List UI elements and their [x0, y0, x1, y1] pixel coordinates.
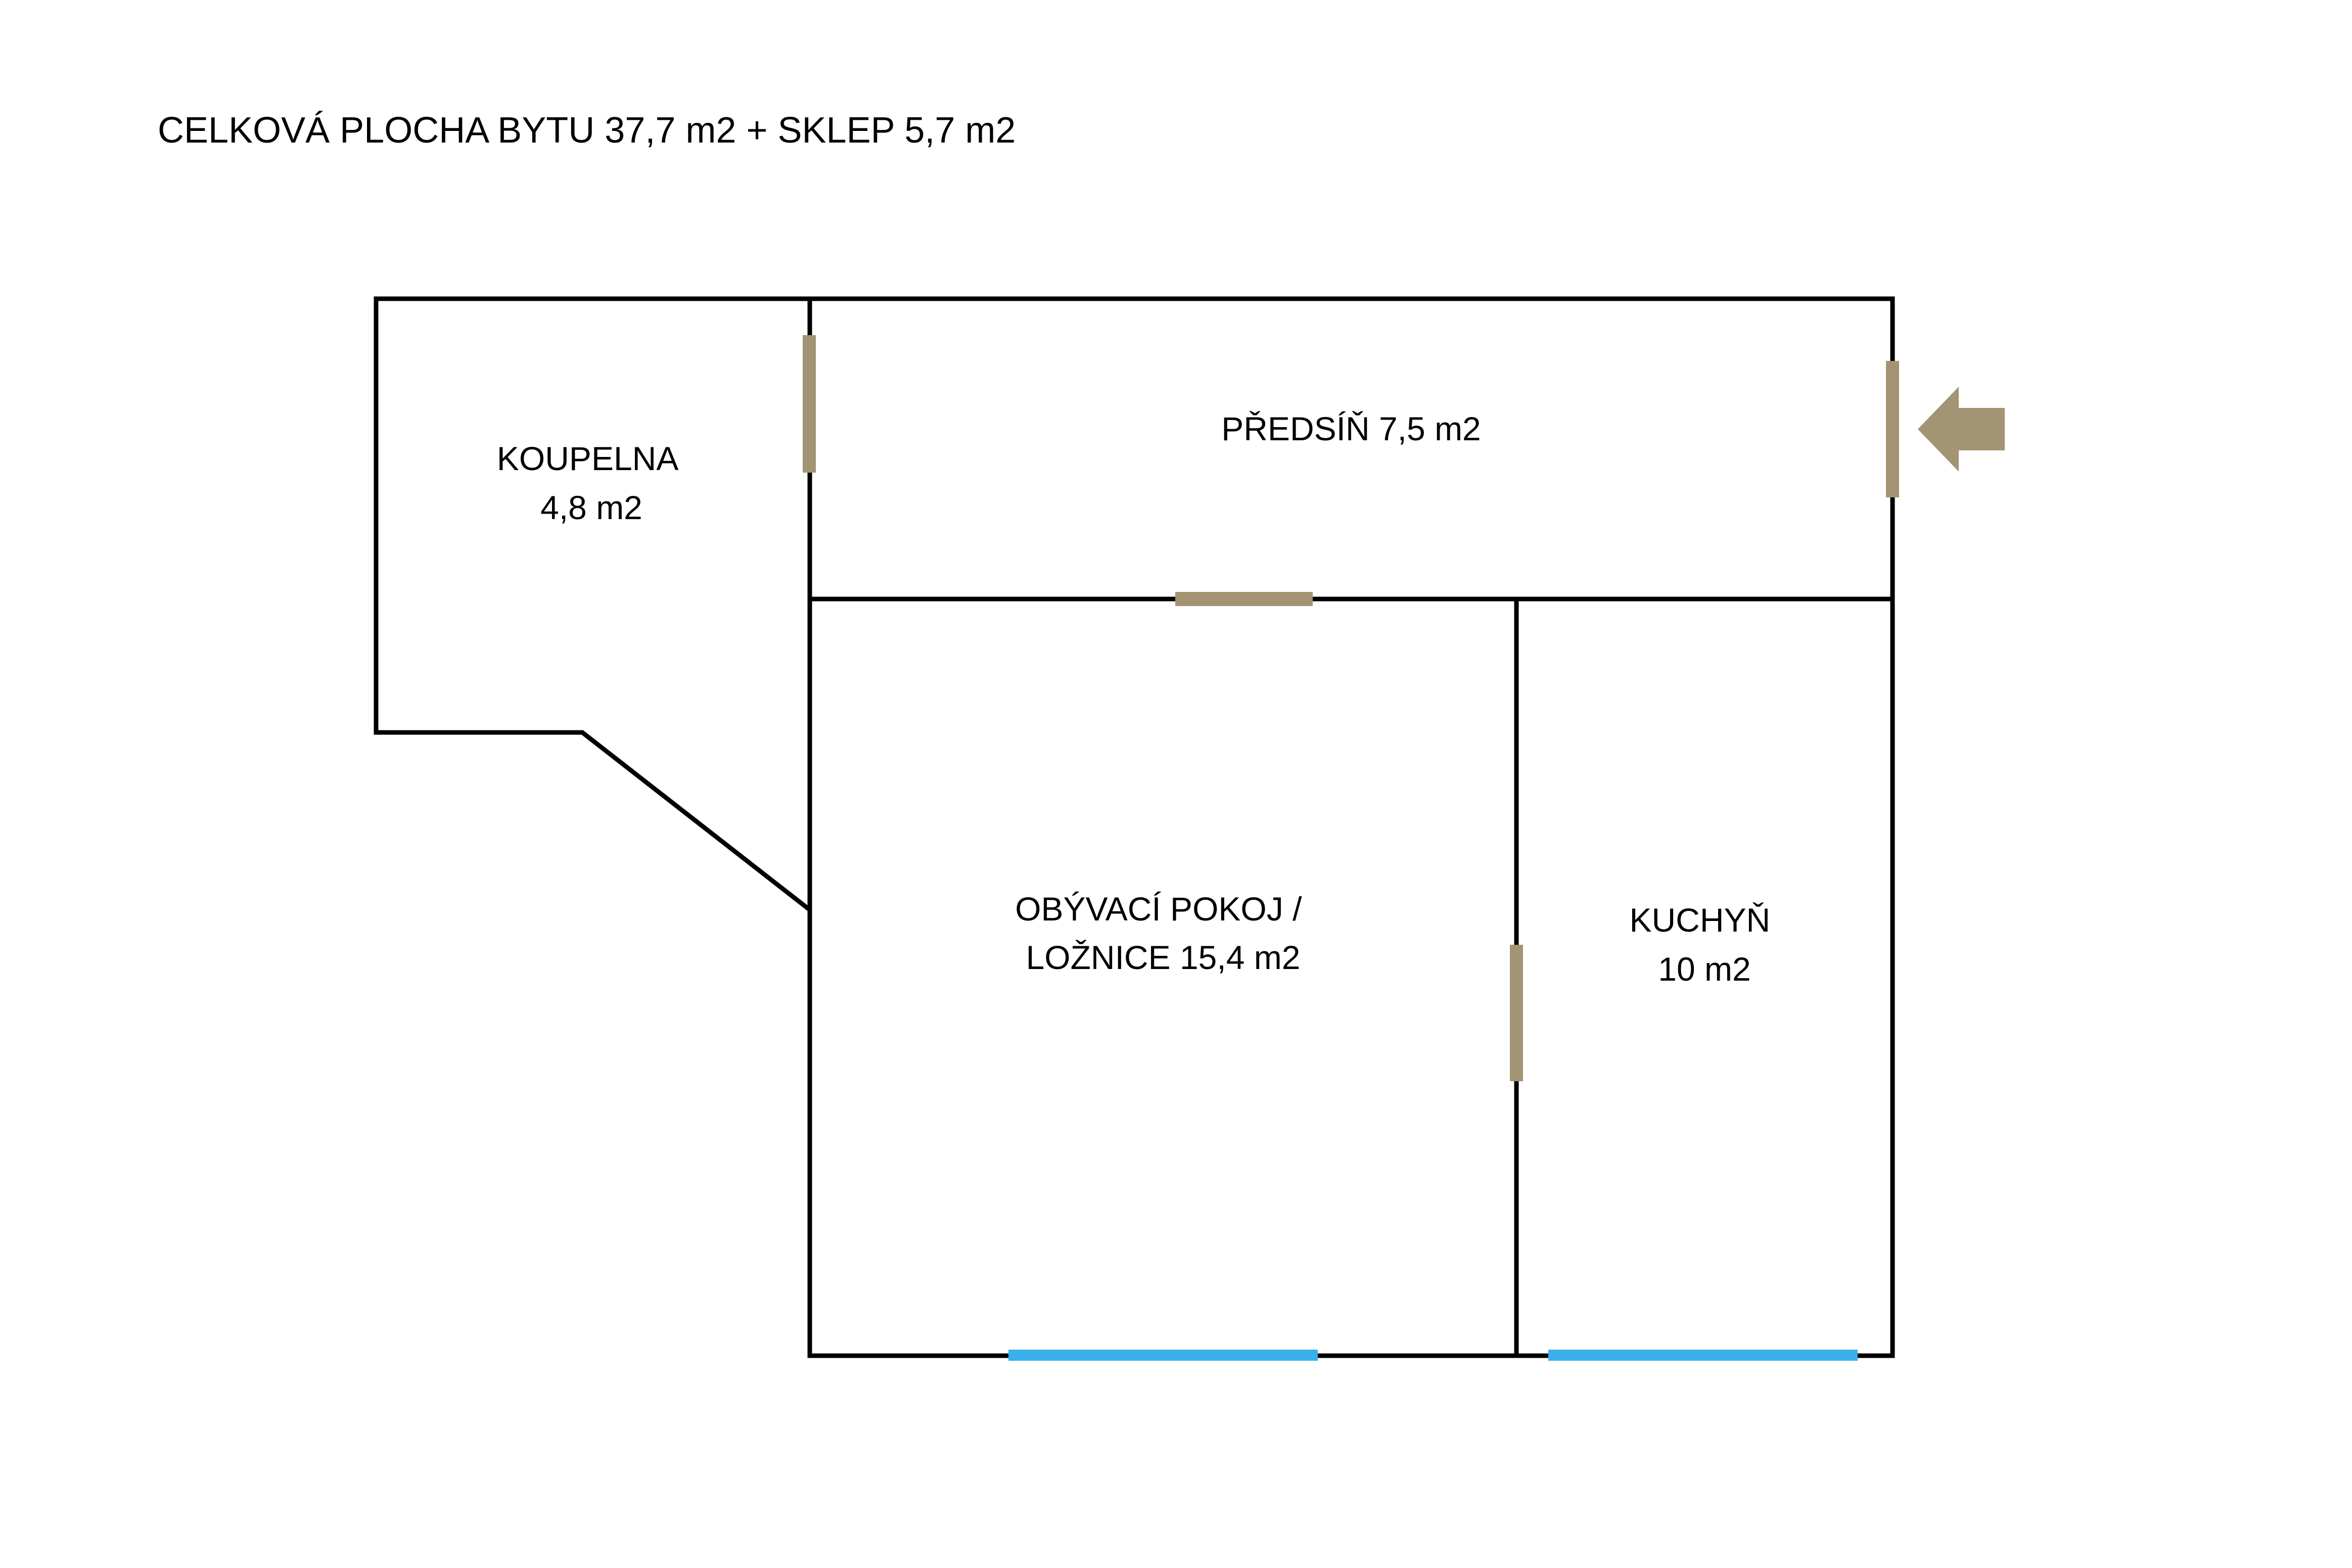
door-bathroom — [803, 335, 816, 473]
doors — [803, 335, 1899, 1081]
page-title: CELKOVÁ PLOCHA BYTU 37,7 m2 + SKLEP 5,7 … — [158, 110, 1016, 151]
room-label-bathroom: KOUPELNA 4,8 m2 — [497, 440, 686, 526]
room-label-hallway: PŘEDSÍŇ 7,5 m2 — [1221, 410, 1481, 447]
room-label-living-room-name: OBÝVACÍ POKOJ / — [1015, 890, 1302, 928]
window-living-room — [1008, 1350, 1318, 1361]
wall-bathroom-outline — [374, 296, 811, 912]
window-kitchen — [1548, 1350, 1858, 1361]
room-label-kitchen-name: KUCHYŇ — [1629, 901, 1770, 939]
arrow-left-icon — [1918, 387, 2005, 472]
wall-main-outline — [807, 296, 1895, 1358]
room-label-kitchen: KUCHYŇ 10 m2 — [1629, 901, 1779, 988]
room-label-kitchen-area: 10 m2 — [1658, 950, 1750, 988]
room-label-living-room-area: LOŽNICE 15,4 m2 — [1026, 939, 1301, 976]
room-label-bathroom-name: KOUPELNA — [497, 440, 678, 477]
door-kitchen — [1510, 945, 1523, 1081]
door-living-room — [1175, 592, 1313, 606]
room-label-hallway-name: PŘEDSÍŇ 7,5 m2 — [1221, 410, 1481, 447]
room-label-bathroom-area: 4,8 m2 — [540, 489, 642, 526]
windows — [1008, 1350, 1858, 1361]
room-label-living-room: OBÝVACÍ POKOJ / LOŽNICE 15,4 m2 — [1015, 890, 1311, 976]
door-entrance — [1886, 361, 1899, 497]
